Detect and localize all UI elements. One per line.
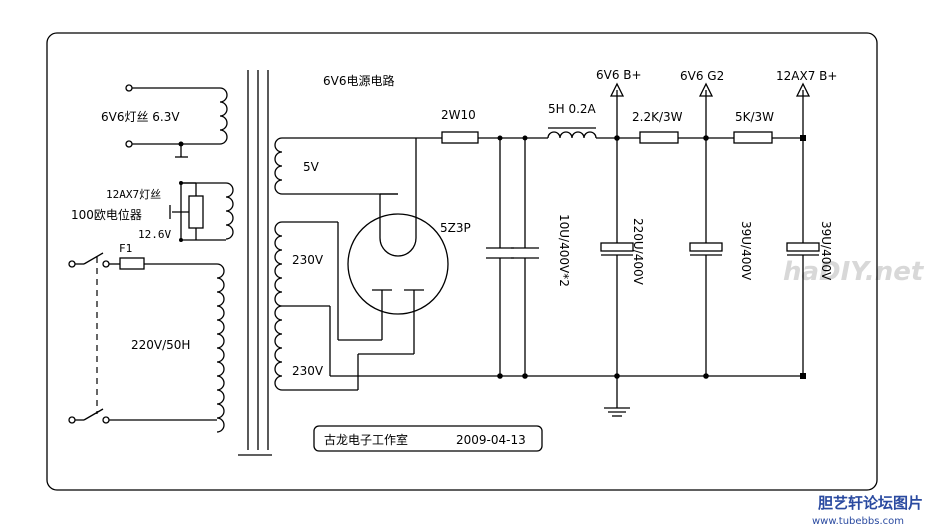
credit-date: 2009-04-13	[456, 433, 526, 447]
bplus-chain: 2W10 5H 0.2A 2.2K/3W 5K/3W	[416, 102, 803, 144]
fuse-label: F1	[119, 242, 132, 255]
resistor-3-label: 5K/3W	[735, 110, 774, 124]
choke-coil	[547, 131, 597, 139]
rectifier-heater-winding: 5V	[274, 137, 416, 195]
hv-winding: 230V 230V	[274, 221, 358, 391]
rectifier-label: 5Z3P	[440, 221, 471, 235]
transformer-core	[238, 70, 272, 456]
junction-dot	[703, 135, 709, 141]
filter-capacitors: 10U/400V*2 220U/400V 39U/400V 39U/400V	[486, 138, 833, 376]
footer-site-cn: 胆艺轩论坛图片	[818, 494, 923, 512]
watermark-text: haDIY.net	[783, 257, 925, 287]
cap-4-label: 39U/400V	[819, 221, 833, 281]
choke-label: 5H 0.2A	[548, 102, 597, 116]
rect-heater-label: 5V	[303, 160, 320, 174]
primary-winding	[216, 263, 225, 433]
cap-2-electrolytic	[600, 242, 634, 252]
cap-3-electrolytic	[689, 242, 723, 252]
pot-label: 100欧电位器	[71, 207, 142, 222]
heater-12ax7-label: 12AX7灯丝	[106, 188, 161, 201]
cap-2-label: 220U/400V	[631, 218, 645, 286]
hv-bottom-label: 230V	[292, 364, 324, 378]
heater-6v6-winding: 6V6灯丝 6.3V	[101, 84, 228, 158]
frame-border	[46, 32, 878, 491]
resistor-1-label: 2W10	[441, 108, 476, 122]
credit-box: 古龙电子工作室 2009-04-13	[313, 425, 543, 452]
heater-12ax7-winding: 12AX7灯丝 100欧电位器 12.6V	[71, 181, 234, 242]
pot-symbol	[188, 195, 204, 229]
credit-studio: 古龙电子工作室	[324, 432, 408, 447]
diagram-title: 6V6电源电路	[323, 73, 394, 88]
junction-dot	[497, 135, 503, 141]
junction-dot	[800, 135, 806, 141]
resistor-2-2k	[639, 131, 679, 144]
ground-bus	[330, 373, 806, 417]
hv-top-label: 230V	[292, 253, 324, 267]
output-1-label: 6V6 B+	[596, 68, 642, 82]
rectifier-tube: 5Z3P	[337, 138, 471, 390]
resistor-3-5k	[733, 131, 773, 144]
junction-dot	[614, 135, 620, 141]
fuse-symbol	[119, 257, 145, 270]
footer-site-url: www.tubebbs.com	[812, 516, 904, 527]
output-2-label: 6V6 G2	[680, 69, 724, 83]
junction-dot	[522, 135, 528, 141]
output-3-label: 12AX7 B+	[776, 69, 837, 83]
output-taps: 6V6 B+ 6V6 G2 12AX7 B+	[596, 68, 837, 138]
resistor-2w10	[441, 131, 479, 144]
cap-4-electrolytic	[786, 242, 820, 252]
cap-1-label: 10U/400V*2	[557, 214, 571, 287]
heater-12ax7-voltage-label: 12.6V	[138, 228, 171, 241]
cap-3-label: 39U/400V	[739, 221, 753, 281]
primary-voltage-label: 220V/50H	[131, 338, 190, 352]
mains-input: F1	[68, 242, 217, 424]
heater-6v6-label: 6V6灯丝 6.3V	[101, 110, 180, 124]
resistor-2-label: 2.2K/3W	[632, 110, 683, 124]
